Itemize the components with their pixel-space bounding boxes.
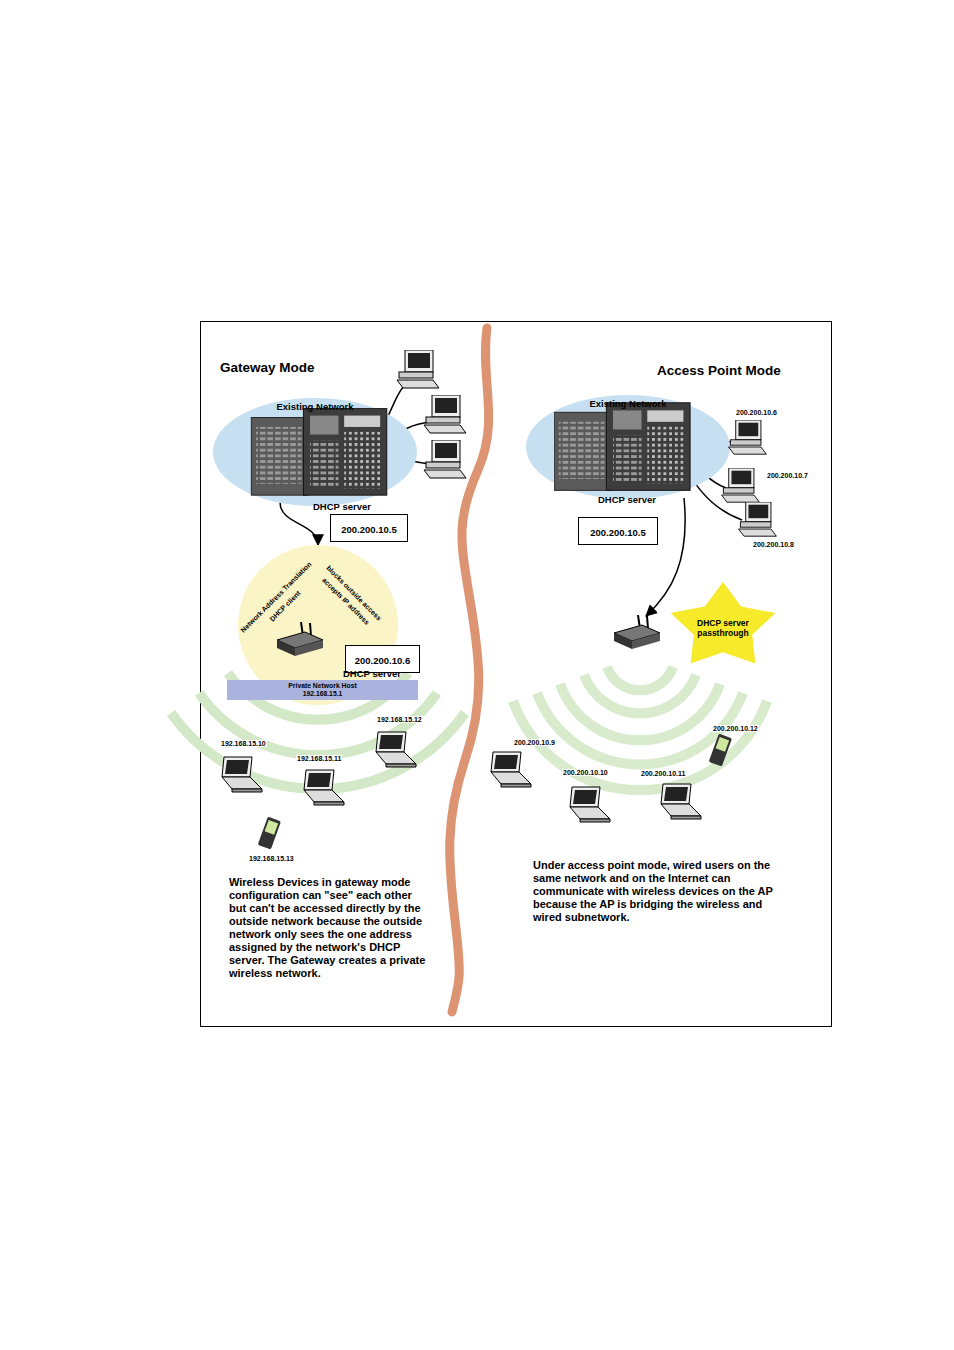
mode-title: Access Point Mode xyxy=(657,363,781,378)
pc-icon xyxy=(739,502,777,536)
laptop-icon xyxy=(570,787,610,822)
node-text: 200.200.10.5 xyxy=(341,524,396,535)
ip-label: 192.168.15.11 xyxy=(296,755,342,762)
laptop-icon xyxy=(661,784,701,819)
connector-arrow xyxy=(280,503,318,545)
ip-label: 200.200.10.7 xyxy=(766,472,809,479)
ip-label: 200.200.10.8 xyxy=(752,541,795,548)
pda-icon xyxy=(258,817,281,850)
ip-label: 200.200.10.11 xyxy=(640,770,686,777)
private-network-band: Private Network Host192.168.15.1 xyxy=(227,680,418,700)
network-wires xyxy=(386,386,742,520)
passthrough-star: DHCP server passthrough xyxy=(668,582,778,672)
laptop-icon xyxy=(304,770,344,805)
address-box: 200.200.10.5 xyxy=(578,517,658,545)
ip-label: 192.168.15.12 xyxy=(376,716,423,723)
wireless-waves xyxy=(513,667,767,790)
pc-icon xyxy=(722,468,760,502)
note-text: Under access point mode, wired users on … xyxy=(533,859,778,924)
pc-icon xyxy=(397,350,439,388)
star-outline xyxy=(671,582,776,663)
server-icon xyxy=(554,403,690,491)
ip-label: 192.168.15.10 xyxy=(220,740,267,747)
wave-arc xyxy=(560,684,720,740)
node-text: 192.168.15.1 xyxy=(231,690,414,698)
pda-icon xyxy=(709,734,732,767)
server-label: DHCP server xyxy=(343,668,401,679)
ip-label: 200.200.10.12 xyxy=(712,725,759,732)
ip-label: 200.200.10.9 xyxy=(513,739,556,746)
server-label: DHCP server xyxy=(313,501,371,512)
pc-icon xyxy=(729,420,767,454)
wave-arc xyxy=(584,675,696,713)
pc-icon xyxy=(424,395,466,433)
address-box: 200.200.10.5 xyxy=(330,514,408,542)
note-text: Wireless Devices in gateway mode configu… xyxy=(229,876,429,980)
node-text: 200.200.10.6 xyxy=(355,655,410,666)
router-icon xyxy=(614,615,660,649)
node-text: Existing Network xyxy=(213,398,417,412)
router-icon xyxy=(277,622,323,656)
ip-label: 200.200.10.10 xyxy=(562,769,609,776)
ip-label: 200.200.10.6 xyxy=(735,409,778,416)
laptop-icon xyxy=(491,752,531,787)
server-label: DHCP server xyxy=(598,494,656,505)
wave-arc xyxy=(513,701,767,790)
server-icon xyxy=(251,408,386,495)
node-text: Existing Network xyxy=(526,395,730,409)
frame xyxy=(201,322,832,1027)
node-text: Private Network Host xyxy=(231,682,414,690)
laptop-icon xyxy=(376,732,416,767)
mode-title: Gateway Mode xyxy=(220,360,315,375)
node-text: DHCP server passthrough xyxy=(688,618,758,638)
pc-icon xyxy=(424,440,466,478)
wave-arc xyxy=(607,667,673,690)
ip-label: 192.168.15.13 xyxy=(248,855,295,862)
laptop-icon xyxy=(222,757,262,792)
node-text: 200.200.10.5 xyxy=(590,527,645,538)
uplink-arrow xyxy=(646,498,685,616)
